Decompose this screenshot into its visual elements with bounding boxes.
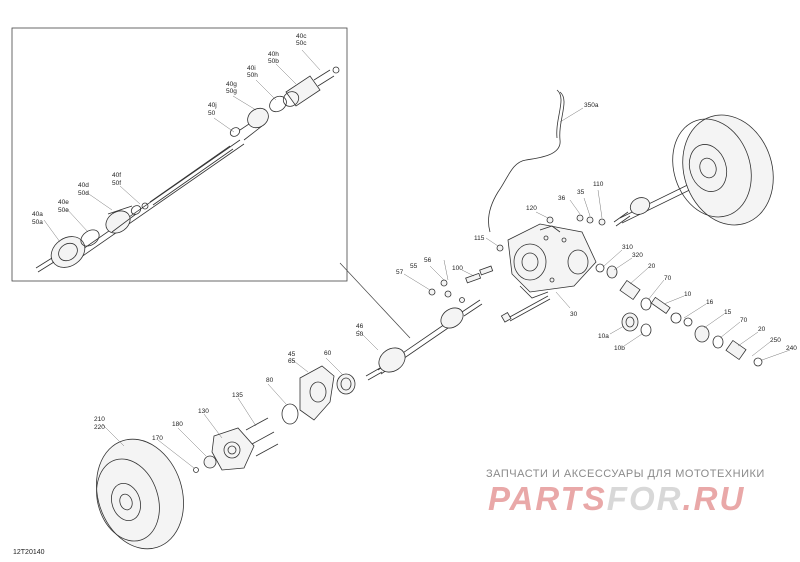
callout-50-main: 50	[356, 331, 364, 338]
callout-10: 10	[684, 291, 692, 298]
housing-fasteners: 36 35 110 120 115	[474, 181, 606, 252]
callout-115: 115	[474, 235, 485, 242]
callout-40i: 40i	[247, 65, 256, 72]
watermark-brand-a: PARTS	[488, 480, 607, 517]
callout-20-lower: 20	[758, 326, 766, 333]
vent-hose: 350a	[488, 89, 599, 233]
callout-80: 80	[266, 377, 274, 384]
callout-50e: 50e	[58, 207, 69, 214]
callout-50d: 50d	[78, 190, 89, 197]
inset-boot-left	[105, 205, 142, 234]
callout-10a: 10a	[598, 333, 609, 340]
long-bolt	[500, 295, 551, 323]
knuckle-assembly: 45 65 60 80	[266, 350, 356, 425]
callout-10b: 10b	[614, 345, 625, 352]
callout-135: 135	[232, 392, 243, 399]
callout-36: 36	[558, 195, 566, 202]
callout-57: 57	[396, 269, 404, 276]
callout-350a: 350a	[584, 102, 599, 109]
callout-40a: 40a	[32, 211, 43, 218]
inset-cv-joint-left	[35, 236, 86, 273]
watermark-brand: PARTSFOR.RU	[488, 480, 745, 518]
callout-320: 320	[632, 252, 643, 259]
callout-50a: 50a	[32, 219, 43, 226]
callout-65: 65	[288, 358, 296, 365]
callout-120: 120	[526, 205, 537, 212]
callout-40h: 40h	[268, 51, 279, 58]
right-side-components: 310 320 20 70 10 16 15 70 20 250 240	[595, 244, 797, 367]
callout-55: 55	[410, 263, 418, 270]
callout-40e: 40e	[58, 199, 69, 206]
left-fasteners: 56 55 57 100	[396, 257, 494, 303]
callout-100: 100	[452, 265, 463, 272]
callout-40j: 40j	[208, 102, 217, 109]
callout-110: 110	[593, 181, 604, 188]
callout-50j: 50	[208, 110, 216, 117]
watermark-brand-c: .RU	[682, 480, 746, 517]
callout-46: 46	[356, 323, 364, 330]
callout-15: 15	[724, 309, 732, 316]
watermark-tagline: ЗАПЧАСТИ И АКСЕССУАРЫ ДЛЯ МОТОТЕХНИКИ	[486, 468, 765, 480]
callout-40g: 40g	[226, 81, 237, 88]
callout-56: 56	[424, 257, 432, 264]
inset-circlip	[332, 66, 340, 74]
callout-70-lower: 70	[740, 317, 748, 324]
callout-170: 170	[152, 435, 163, 442]
inset-clamp-ring	[80, 229, 100, 247]
callout-40d: 40d	[78, 182, 89, 189]
callout-16: 16	[706, 299, 714, 306]
callout-50g: 50g	[226, 88, 237, 95]
callout-220: 220	[94, 424, 105, 431]
callout-60: 60	[324, 350, 332, 357]
callout-20-upper: 20	[648, 263, 656, 270]
callout-45: 45	[288, 351, 296, 358]
callout-50b: 50b	[268, 58, 279, 65]
callout-240: 240	[786, 345, 797, 352]
callout-40f: 40f	[112, 172, 121, 179]
inset-small-ring	[141, 202, 149, 210]
callout-40c: 40c	[296, 33, 307, 40]
differential-housing: 30	[507, 223, 597, 318]
callout-210: 210	[94, 416, 105, 423]
hub-assembly: 135 130 170 180	[152, 392, 279, 473]
inset-inner-joint-housing	[282, 69, 335, 107]
callout-70-upper: 70	[664, 275, 672, 282]
left-wheel-rim: 210 220	[94, 416, 184, 550]
main-drive-shaft: 46 50	[356, 299, 483, 381]
callout-50h: 50h	[247, 72, 258, 79]
right-wheel-rim	[672, 114, 774, 226]
callout-130: 130	[198, 408, 209, 415]
callout-50c: 50c	[296, 40, 307, 47]
inset-boot-right	[229, 107, 269, 141]
callout-250: 250	[770, 337, 781, 344]
callout-35: 35	[577, 189, 585, 196]
callout-310: 310	[622, 244, 633, 251]
diagram-code: 12T20140	[13, 549, 45, 556]
callout-180: 180	[172, 421, 183, 428]
callout-30: 30	[570, 311, 578, 318]
watermark-brand-b: FOR	[606, 480, 683, 517]
inset-drive-shaft-panel: 40c 50c 40h 50b 40i 50h 40g 50g 40j 50 4…	[11, 27, 411, 339]
callout-50f: 50f	[112, 180, 121, 187]
